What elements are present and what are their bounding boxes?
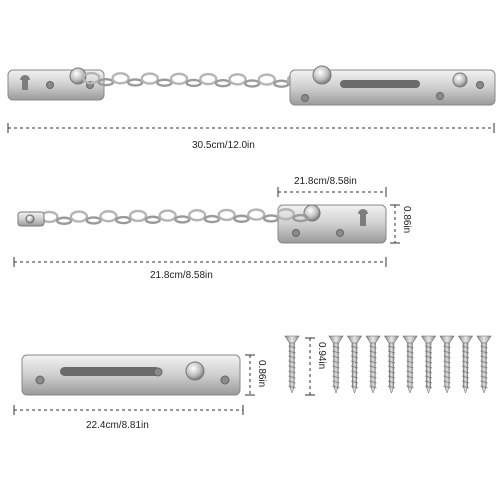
screw [383, 335, 400, 394]
chain-link [69, 210, 89, 223]
screw-hole [336, 229, 344, 237]
chain-link [257, 73, 277, 86]
chain-link [276, 208, 296, 221]
chain [40, 208, 309, 225]
screw [476, 335, 492, 394]
chain-link [292, 213, 309, 223]
chain-link [199, 72, 218, 86]
chain-link [111, 72, 130, 85]
chain-link [203, 214, 221, 224]
chain-link [158, 209, 177, 222]
chain-link [187, 209, 207, 222]
chain-link [247, 208, 266, 221]
screw [439, 335, 455, 394]
chain-link [228, 73, 247, 86]
chain-link [174, 215, 191, 224]
overall-length-label: 30.5cm/12.0in [192, 140, 255, 151]
plate-width-label: 21.8cm/8.58in [294, 176, 357, 187]
slot-stop-knob [185, 361, 205, 381]
full-assembly [7, 65, 496, 133]
chain-link [185, 78, 202, 88]
chain-link [262, 214, 280, 223]
slot-plate-height-label: 0.86in [256, 360, 267, 388]
chain-link [217, 208, 236, 222]
screw-hole [292, 229, 300, 237]
slot-plate-length-label: 22.4cm/8.81in [86, 420, 149, 431]
chain-link [85, 216, 102, 225]
chain-link [55, 216, 73, 225]
screw-hole [153, 367, 163, 377]
chain-link [156, 78, 173, 87]
chain-slide-knob [312, 65, 332, 85]
chain-link [144, 215, 162, 224]
screw-set [284, 335, 492, 394]
screw-hole [46, 81, 54, 89]
screw [328, 335, 344, 394]
slide-bolt-knob [25, 214, 35, 224]
chain-link [82, 71, 101, 85]
screw [284, 335, 300, 394]
chain-anchor-knob [69, 67, 87, 85]
screw [346, 335, 363, 394]
keyhole-slot [358, 209, 368, 226]
chain-link [99, 210, 118, 223]
chain-link [233, 214, 250, 223]
screw-hole [436, 92, 444, 100]
screw-hole [35, 375, 45, 385]
screw-hole [476, 81, 484, 89]
chain-bracket-plate [277, 204, 387, 244]
screw [457, 335, 474, 394]
slot-stop-knob [452, 72, 468, 88]
screw [402, 335, 418, 394]
screw-length-label: 0.94in [316, 342, 327, 370]
chain-link [273, 79, 290, 88]
chain-link [126, 78, 144, 87]
chain-link [169, 72, 189, 86]
keyhole-slot [20, 75, 30, 90]
plate-height-label: 0.86in [401, 206, 412, 234]
chain-link [140, 72, 160, 85]
chain [82, 71, 319, 89]
screw-hole [220, 375, 230, 385]
screw [420, 335, 437, 394]
chain-link [128, 209, 148, 223]
chain-link [97, 77, 115, 87]
chain-length-label: 21.8cm/8.58in [150, 270, 213, 281]
slide-slot [340, 80, 420, 88]
chain-bracket-assembly [13, 187, 400, 267]
screw-hole [301, 94, 309, 102]
slide-slot [60, 367, 160, 376]
slot-plate-assembly [13, 354, 255, 415]
chain-link [243, 79, 261, 88]
chain-link [214, 78, 232, 88]
screw [365, 335, 381, 394]
chain-link [115, 215, 132, 225]
